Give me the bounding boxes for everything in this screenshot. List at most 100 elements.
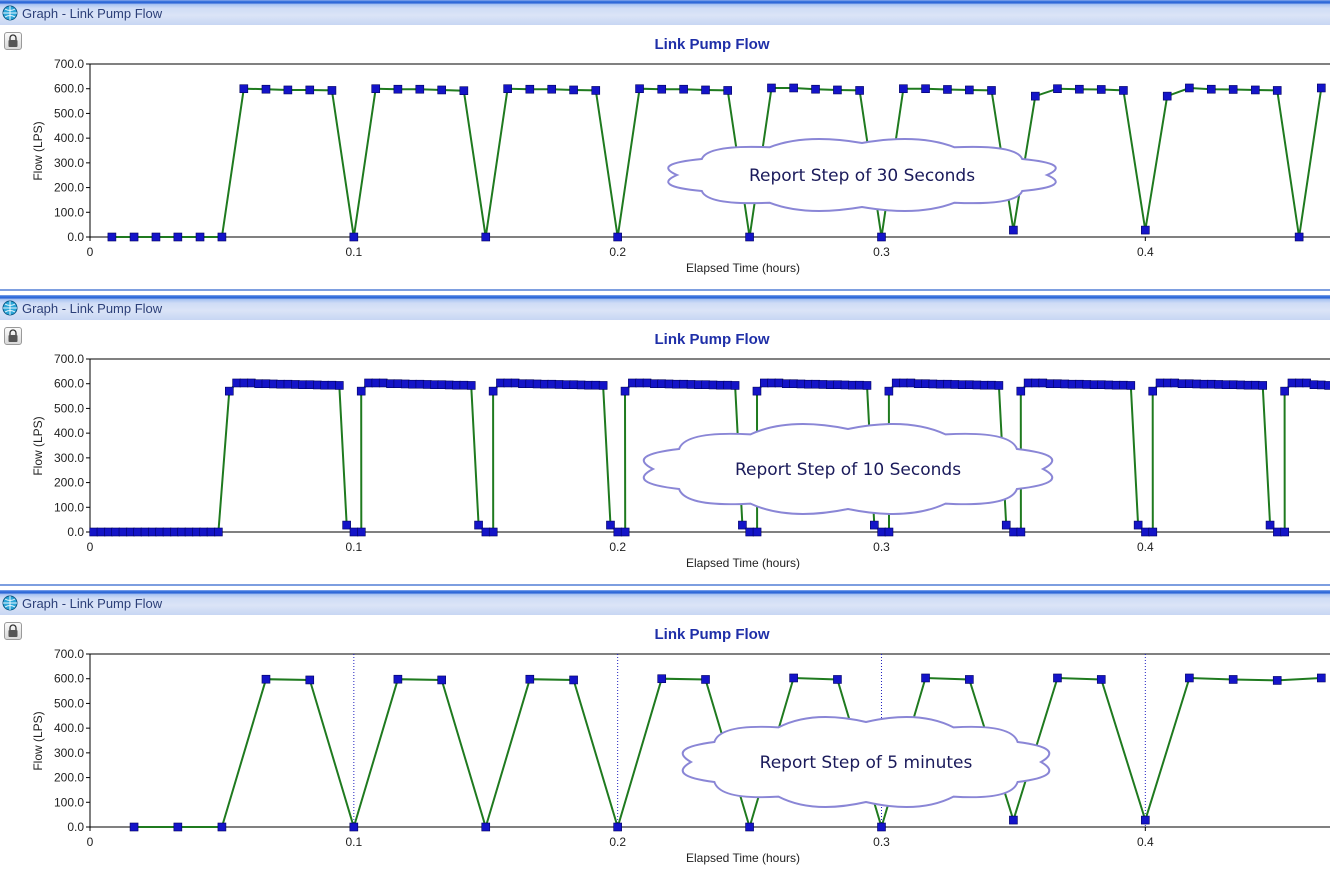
- window-title: Graph - Link Pump Flow: [22, 6, 163, 21]
- data-point: [1104, 380, 1114, 390]
- data-point: [950, 380, 960, 389]
- x-tick-label: 0.2: [609, 245, 626, 259]
- data-point: [1287, 378, 1297, 388]
- data-point: [111, 527, 120, 537]
- data-point: [796, 379, 806, 389]
- lock-button[interactable]: [4, 622, 22, 640]
- y-tick-label: 600.0: [54, 672, 84, 686]
- data-point: [965, 675, 974, 684]
- window-title: Graph - Link Pump Flow: [22, 301, 163, 316]
- data-point: [1126, 381, 1136, 390]
- data-point: [1316, 83, 1326, 93]
- window-divider: [0, 584, 1330, 586]
- lock-button[interactable]: [4, 327, 22, 345]
- data-point: [547, 379, 557, 389]
- data-point: [694, 380, 703, 390]
- lock-button[interactable]: [4, 32, 22, 50]
- data-point: [1031, 378, 1040, 388]
- data-point: [701, 85, 710, 95]
- data-point: [789, 379, 798, 389]
- data-point: [1251, 85, 1260, 95]
- data-point: [598, 381, 608, 390]
- y-tick-label: 600.0: [54, 377, 84, 391]
- data-point: [1258, 381, 1268, 390]
- data-point: [225, 386, 234, 396]
- data-point: [254, 379, 263, 389]
- data-point: [1236, 380, 1246, 390]
- data-point: [862, 381, 872, 390]
- data-point: [1075, 379, 1084, 389]
- data-point: [906, 378, 916, 388]
- data-point: [686, 380, 696, 389]
- data-point: [1097, 380, 1106, 390]
- data-point: [298, 380, 307, 390]
- data-point: [364, 378, 373, 388]
- y-tick-label: 0.0: [67, 230, 84, 244]
- data-point: [1119, 86, 1128, 95]
- chart-title: Link Pump Flow: [655, 36, 770, 53]
- data-point: [1324, 381, 1330, 390]
- data-point: [1185, 83, 1194, 93]
- x-tick-label: 0.1: [345, 835, 362, 849]
- data-point: [928, 379, 938, 389]
- data-point: [151, 232, 161, 242]
- annotation-label: Report Step of 30 Seconds: [749, 166, 975, 186]
- data-point: [921, 84, 930, 94]
- x-tick-label: 0.4: [1137, 835, 1154, 849]
- data-point: [349, 527, 359, 537]
- data-point: [162, 527, 172, 537]
- cloud-shape: [642, 423, 1054, 515]
- window-titlebar[interactable]: Graph - Link Pump Flow: [0, 295, 1330, 320]
- y-tick-label: 200.0: [54, 181, 84, 195]
- data-point: [400, 379, 410, 389]
- y-tick-label: 300.0: [54, 156, 84, 170]
- y-tick-label: 100.0: [54, 500, 84, 514]
- series-group: [89, 378, 1330, 537]
- annotation-cloud: Report Step of 10 Seconds: [642, 423, 1054, 515]
- data-point: [192, 527, 201, 537]
- data-point: [239, 84, 249, 94]
- data-point: [877, 527, 886, 537]
- data-point: [327, 86, 337, 95]
- data-point: [261, 674, 271, 684]
- data-point: [745, 822, 754, 832]
- y-tick-label: 0.0: [67, 820, 84, 834]
- data-point: [1045, 379, 1055, 389]
- data-point: [884, 386, 894, 396]
- data-point: [738, 520, 747, 530]
- window-titlebar[interactable]: Graph - Link Pump Flow: [0, 590, 1330, 615]
- data-point: [1009, 527, 1018, 537]
- x-tick-label: 0.1: [345, 540, 362, 554]
- data-point: [415, 379, 425, 389]
- data-point: [327, 380, 337, 390]
- data-point: [1185, 673, 1194, 683]
- data-point: [1243, 380, 1253, 390]
- data-point: [1228, 85, 1238, 94]
- x-tick-label: 0.3: [873, 835, 890, 849]
- data-point: [664, 379, 674, 389]
- data-point: [140, 527, 150, 537]
- data-point: [357, 527, 366, 537]
- window-titlebar[interactable]: Graph - Link Pump Flow: [0, 0, 1330, 25]
- data-point: [935, 379, 945, 389]
- data-point: [1141, 815, 1150, 825]
- data-point: [774, 378, 784, 388]
- data-point: [437, 85, 446, 95]
- y-tick-label: 400.0: [54, 721, 84, 735]
- data-point: [232, 378, 241, 388]
- cloud-shape: [681, 716, 1051, 808]
- data-point: [261, 379, 271, 389]
- data-point: [1316, 380, 1326, 390]
- data-point: [118, 527, 128, 537]
- data-point: [261, 84, 271, 94]
- flow-chart-5min: Link Pump Flow0.0100.0200.0300.0400.0500…: [31, 626, 1330, 865]
- data-point: [899, 84, 908, 94]
- x-tick-label: 0.3: [873, 245, 890, 259]
- data-point: [1082, 380, 1092, 389]
- data-point: [283, 85, 293, 95]
- data-point: [217, 822, 227, 832]
- data-point: [1038, 378, 1048, 388]
- window-divider: [0, 289, 1330, 291]
- data-point: [1016, 527, 1026, 537]
